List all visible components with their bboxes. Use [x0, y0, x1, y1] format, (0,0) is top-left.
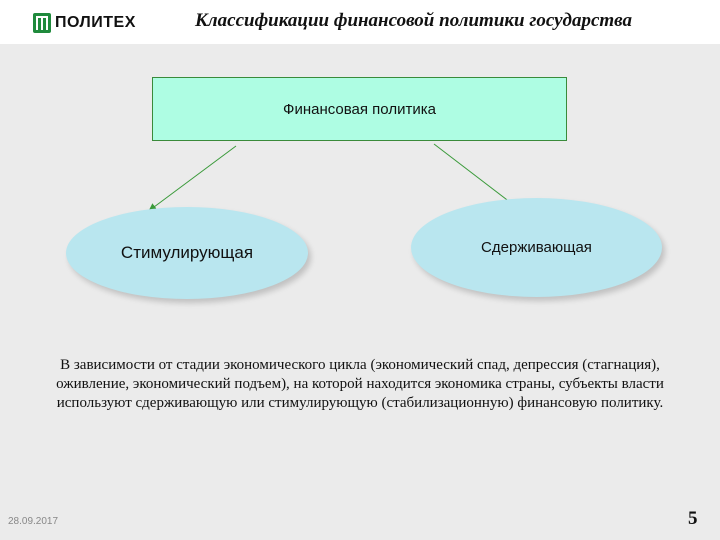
left-node-label: Стимулирующая	[120, 243, 254, 262]
logo: ПОЛИТЕХ	[33, 12, 136, 34]
slide-date: 28.09.2017	[8, 516, 59, 527]
logo-mark-icon	[33, 13, 51, 33]
arrow-to-left	[148, 145, 237, 212]
root-node: Финансовая политика	[152, 77, 567, 141]
description-text: В зависимости от стадии экономического ц…	[56, 357, 664, 411]
root-node-label: Финансовая политика	[283, 100, 436, 118]
slide-title: Классификации финансовой политики госуда…	[195, 10, 633, 31]
arrow-to-right	[433, 143, 517, 208]
left-node: Стимулирующая	[66, 207, 308, 299]
logo-text: ПОЛИТЕХ	[55, 14, 136, 31]
right-node-label: Сдерживающая	[481, 239, 592, 256]
right-node: Сдерживающая	[411, 198, 662, 297]
page-number: 5	[688, 508, 698, 529]
header-bar: ПОЛИТЕХ Классификации финансовой политик…	[0, 0, 720, 44]
